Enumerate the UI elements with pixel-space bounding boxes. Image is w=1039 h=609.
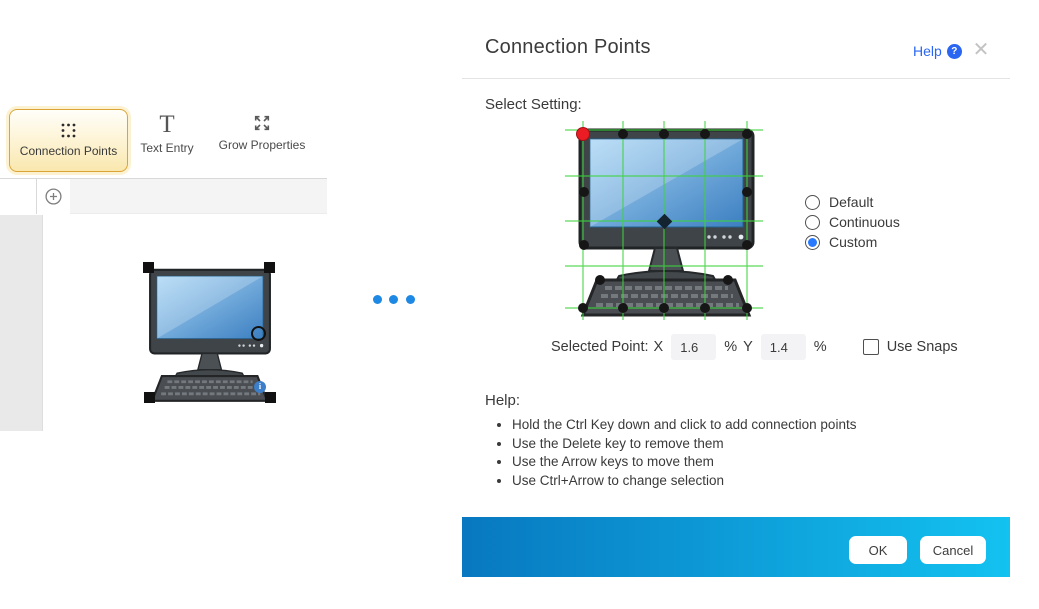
radio-continuous-label: Continuous — [829, 214, 900, 230]
dialog-footer-bar: OK Cancel — [462, 517, 1010, 577]
select-setting-label: Select Setting: — [485, 96, 582, 113]
x-unit-label: % — [724, 339, 738, 355]
canvas-shape-circle-overlay — [251, 326, 266, 341]
radio-custom[interactable] — [805, 234, 820, 250]
help-item: Hold the Ctrl Key down and click to add … — [512, 416, 965, 435]
selection-handle-top-right[interactable] — [264, 262, 275, 273]
selected-point-label: Selected Point: — [551, 339, 649, 355]
radio-default-label: Default — [829, 194, 874, 210]
collapsed-shapes-panel[interactable] — [0, 215, 43, 431]
canvas-hint-dot-3 — [406, 295, 415, 304]
tabbar-divider — [0, 178, 36, 179]
close-icon[interactable]: ✕ — [972, 39, 990, 61]
help-item: Use Ctrl+Arrow to change selection — [512, 472, 965, 491]
selection-handle-top-left[interactable] — [143, 262, 154, 273]
help-link[interactable]: Help ? — [913, 43, 962, 59]
connection-points-dots-icon — [61, 123, 76, 138]
radio-option-custom[interactable]: Custom — [805, 234, 900, 250]
dialog-title: Connection Points — [485, 36, 651, 58]
selected-connection-point — [576, 127, 590, 141]
x-axis-label: X — [653, 339, 664, 355]
y-unit-label: % — [813, 339, 827, 355]
connection-points-dialog: Connection Points Help ? ✕ Select Settin… — [462, 0, 1010, 609]
point-y-input[interactable] — [760, 334, 806, 360]
grow-properties-tool-button[interactable]: Grow Properties — [210, 114, 314, 152]
dialog-header-divider — [462, 78, 1010, 79]
selected-point-row: Selected Point: X % Y % Use Snaps — [551, 333, 958, 361]
plus-circle-icon — [45, 188, 62, 205]
connection-points-tool-button[interactable]: Connection Points — [9, 109, 128, 172]
setting-radio-group: Default Continuous Custom — [805, 194, 900, 250]
shape-info-badge: i — [254, 381, 266, 393]
text-entry-tool-button[interactable]: T Text Entry — [133, 111, 201, 156]
radio-option-continuous[interactable]: Continuous — [805, 214, 900, 230]
expand-arrows-icon — [254, 115, 270, 131]
help-link-label: Help — [913, 43, 942, 59]
connection-point-dots — [578, 129, 752, 313]
point-x-input[interactable] — [671, 334, 717, 360]
help-section: Help: Hold the Ctrl Key down and click t… — [485, 392, 965, 490]
connection-points-preview[interactable] — [563, 118, 769, 323]
add-page-tab[interactable] — [36, 178, 70, 214]
ok-button[interactable]: OK — [849, 536, 907, 564]
cancel-button[interactable]: Cancel — [920, 536, 986, 564]
radio-default[interactable] — [805, 194, 820, 210]
radio-custom-label: Custom — [829, 234, 878, 250]
help-item: Use the Delete key to remove them — [512, 435, 965, 454]
text-entry-tool-label: Text Entry — [140, 141, 194, 155]
text-entry-icon: T — [159, 111, 175, 138]
canvas-hint-dot-1 — [373, 295, 382, 304]
selection-handle-bottom-left[interactable] — [144, 392, 155, 403]
help-section-title: Help: — [485, 392, 521, 409]
radio-option-default[interactable]: Default — [805, 194, 900, 210]
selection-handle-bottom-right[interactable] — [265, 392, 276, 403]
tabbar-background — [70, 178, 327, 214]
canvas-hint-dot-2 — [389, 295, 398, 304]
help-item: Use the Arrow keys to move them — [512, 453, 965, 472]
y-axis-label: Y — [743, 339, 753, 355]
help-list: Hold the Ctrl Key down and click to add … — [512, 416, 965, 490]
connection-points-tool-label: Connection Points — [19, 144, 118, 158]
radio-continuous[interactable] — [805, 214, 820, 230]
help-question-icon: ? — [946, 43, 962, 59]
grow-properties-tool-label: Grow Properties — [218, 138, 306, 152]
use-snaps-checkbox[interactable] — [862, 339, 879, 355]
use-snaps-label: Use Snaps — [886, 339, 958, 355]
